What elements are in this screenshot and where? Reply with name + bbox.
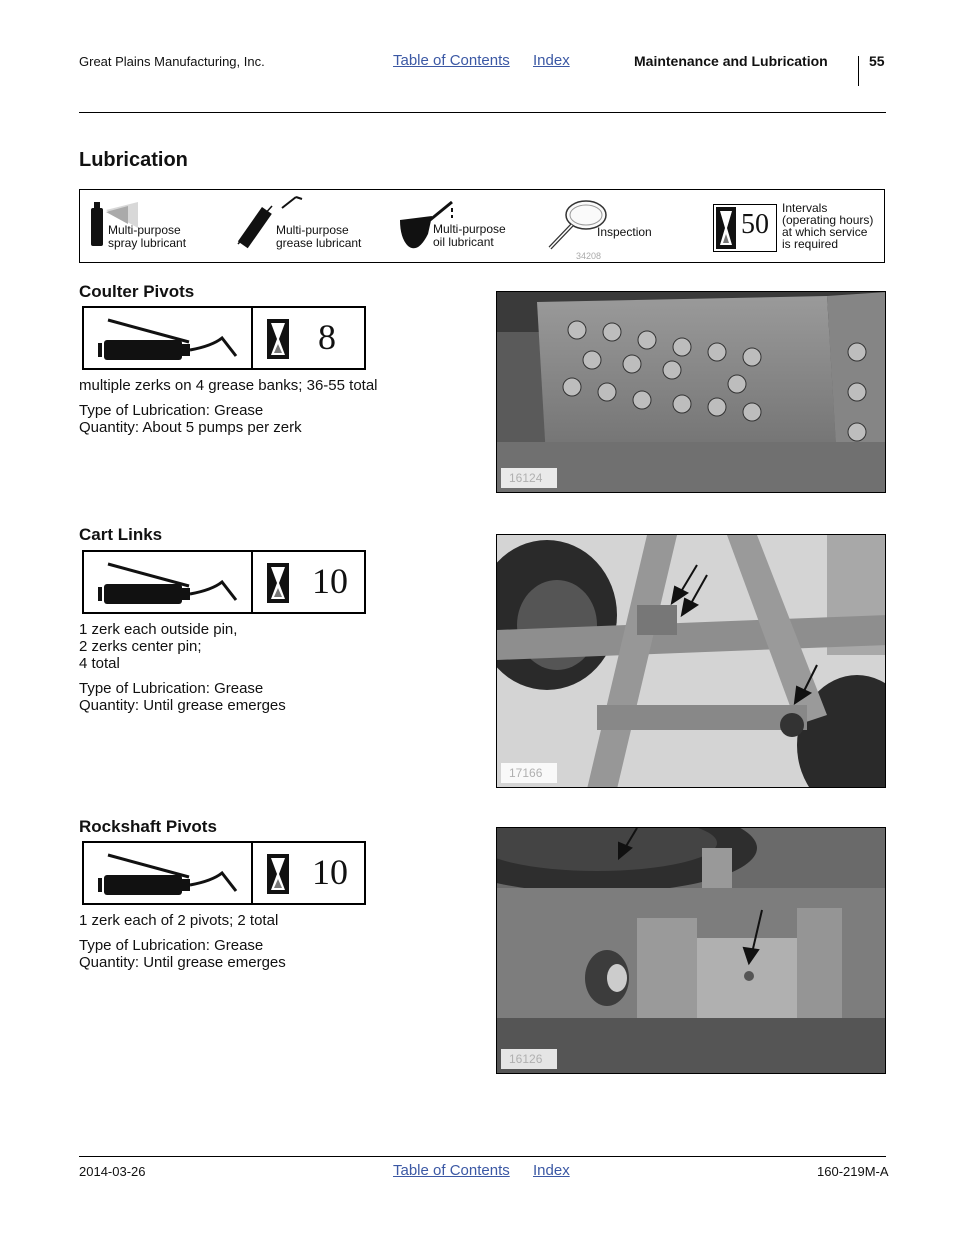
- figure-number: 17166: [501, 763, 557, 783]
- coulter-pivots-image: [497, 292, 885, 492]
- rockshaft-notes: 1 zerk each of 2 pivots; 2 total: [79, 912, 279, 929]
- coulter-lubrication-details: Type of Lubrication: Grease Quantity: Ab…: [79, 402, 302, 436]
- rockshaft-pivots-title: Rockshaft Pivots: [79, 817, 217, 836]
- header-divider: [858, 56, 859, 86]
- coulter-lubrication-box: 8: [82, 306, 366, 370]
- cart-links-lubrication-box: 10: [82, 550, 366, 614]
- figure-number: 16126: [501, 1049, 557, 1069]
- section-title: Maintenance and Lubrication: [634, 53, 828, 69]
- header-rule: [79, 112, 886, 113]
- grease-gun-icon: [98, 853, 238, 895]
- cart-links-photo: 17166: [496, 534, 886, 788]
- rockshaft-lubrication-details: Type of Lubrication: Grease Quantity: Un…: [79, 937, 286, 971]
- magnifying-glass-icon: [548, 200, 607, 250]
- coulter-pivots-photo: 16124: [496, 291, 886, 493]
- index-link[interactable]: Index: [533, 52, 570, 69]
- grease-gun-icon: [98, 562, 238, 604]
- rockshaft-pivots-photo: 16126: [496, 827, 886, 1074]
- interval-box: 50: [713, 204, 777, 252]
- page-number: 55: [869, 53, 885, 69]
- rockshaft-pivots-image: [497, 828, 885, 1073]
- legend-figure-number: 34208: [576, 251, 602, 261]
- grease-gun-icon: [98, 318, 238, 360]
- company-name: Great Plains Manufacturing, Inc.: [79, 54, 265, 69]
- hourglass-icon: [267, 319, 289, 359]
- interval-value: 10: [312, 852, 348, 892]
- coulter-pivots-title: Coulter Pivots: [79, 282, 195, 301]
- cart-links-lubrication-details: Type of Lubrication: Grease Quantity: Un…: [79, 680, 286, 714]
- figure-number: 16124: [501, 468, 557, 488]
- cart-links-image: [497, 535, 885, 787]
- hourglass-icon: [267, 563, 289, 603]
- footer-rule: [79, 1156, 886, 1157]
- cart-links-notes: 1 zerk each outside pin, 2 zerks center …: [79, 621, 238, 672]
- hourglass-icon: [267, 854, 289, 894]
- table-of-contents-link[interactable]: Table of Contents: [393, 52, 510, 69]
- grease-gun-icon: [237, 196, 303, 249]
- interval-value: 8: [318, 317, 336, 357]
- interval-label: Intervals(operating hours) at which serv…: [782, 201, 874, 251]
- hourglass-icon: [716, 207, 736, 249]
- inspection-label: Inspection: [597, 225, 652, 239]
- spray-can-icon: [91, 202, 138, 246]
- footer-date: 2014-03-26: [79, 1164, 146, 1179]
- interval-value: 10: [312, 561, 348, 601]
- document-number: 160-219M-A: [817, 1164, 889, 1179]
- footer-index-link[interactable]: Index: [533, 1162, 570, 1179]
- page-title: Lubrication: [79, 149, 188, 171]
- footer-table-of-contents-link[interactable]: Table of Contents: [393, 1162, 510, 1179]
- interval-value: 50: [741, 209, 769, 240]
- coulter-notes: multiple zerks on 4 grease banks; 36-55 …: [79, 377, 378, 394]
- cart-links-title: Cart Links: [79, 525, 163, 544]
- rockshaft-lubrication-box: 10: [82, 841, 366, 905]
- oil-can-icon: [400, 200, 453, 249]
